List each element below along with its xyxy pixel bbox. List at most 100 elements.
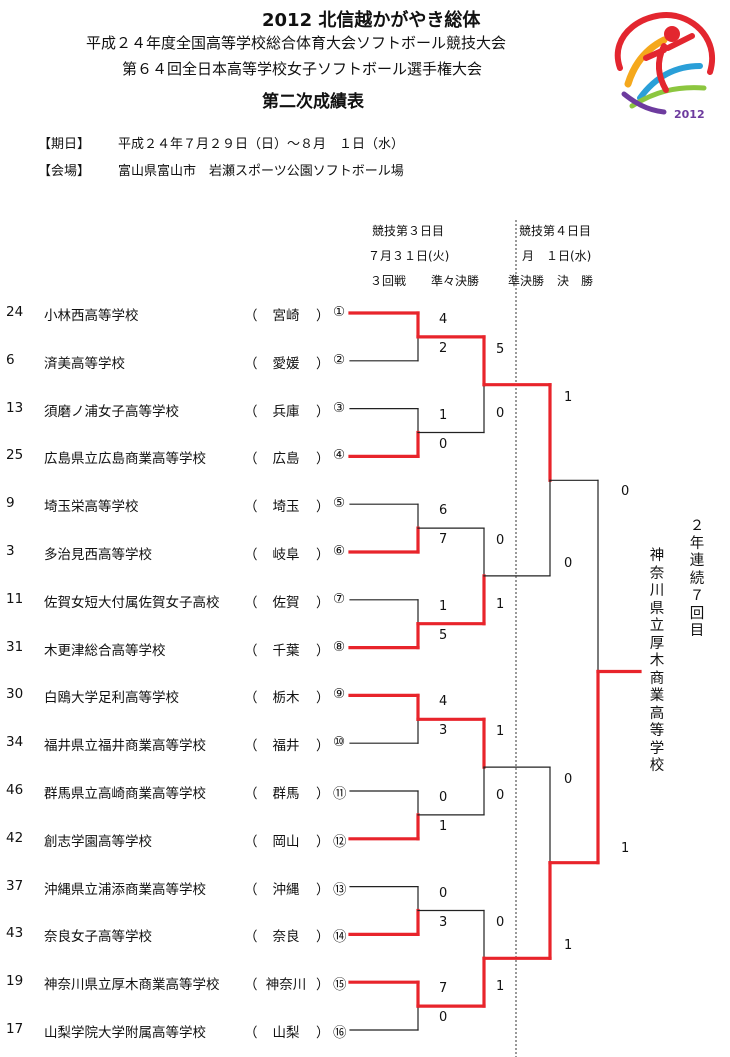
bracket-slot-mark: ② — [333, 351, 346, 368]
team-prefecture: 岡山 — [272, 833, 300, 850]
team-name: 福井県立福井商業高等学校 — [44, 738, 206, 755]
paren-close: ） — [316, 738, 330, 755]
team-name: 小林西高等学校 — [44, 308, 139, 324]
team-prefecture: 宮崎 — [272, 308, 300, 324]
paren-open: （ — [244, 355, 258, 372]
bracket-slot-mark: ① — [333, 304, 346, 320]
round3-score: 0 — [439, 1010, 448, 1026]
team-name: 神奈川県立厚木商業高等学校 — [44, 977, 220, 994]
team-seed-number: 37 — [6, 877, 24, 894]
bracket-slot-mark: ⑧ — [333, 638, 346, 655]
team-prefecture: 千葉 — [272, 642, 300, 659]
paren-open: （ — [244, 1025, 258, 1041]
event-logo: 2012 — [614, 12, 716, 121]
bracket-slot-mark: ⑥ — [333, 543, 346, 559]
semifinal-score: 1 — [564, 938, 573, 954]
semifinal-score: 1 — [564, 389, 573, 405]
quarterfinal-score: 5 — [496, 341, 505, 357]
team-prefecture: 佐賀 — [272, 594, 300, 611]
day3-header: 競技第３日目 — [372, 224, 445, 238]
paren-close: ） — [316, 594, 330, 611]
team-name: 奈良女子高等学校 — [44, 929, 152, 946]
paren-close: ） — [316, 977, 330, 994]
team-name: 沖縄県立浦添商業高等学校 — [44, 881, 206, 898]
paren-open: （ — [244, 499, 258, 516]
team-prefecture: 神奈川 — [265, 977, 307, 994]
paren-close: ） — [316, 547, 330, 563]
paren-open: （ — [244, 929, 258, 946]
round3-score: 7 — [439, 981, 448, 997]
round3-score: 4 — [439, 694, 448, 710]
venue-value: 富山県富山市 岩瀬スポーツ公園ソフトボール場 — [118, 164, 404, 179]
team-name: 白鴎大学足利高等学校 — [44, 690, 179, 707]
bracket-slot-mark: ⑦ — [333, 590, 346, 607]
team-prefecture: 兵庫 — [272, 403, 300, 420]
day4-header: 競技第４日目 — [519, 224, 592, 238]
team-prefecture: 山梨 — [272, 1025, 300, 1041]
quarterfinal-score: 0 — [496, 532, 505, 548]
team-seed-number: 46 — [6, 782, 24, 798]
round3-score: 3 — [439, 723, 448, 739]
team-seed-number: 13 — [6, 399, 24, 416]
team-seed-number: 34 — [6, 734, 24, 751]
team-seed-number: 11 — [6, 590, 24, 607]
team-seed-number: 17 — [6, 1021, 24, 1037]
paren-open: （ — [244, 547, 258, 563]
team-prefecture: 広島 — [272, 451, 300, 468]
paren-open: （ — [244, 642, 258, 659]
team-name: 多治見西高等学校 — [44, 547, 152, 563]
paren-open: （ — [244, 833, 258, 850]
round3-score: 1 — [439, 818, 448, 834]
bracket-slot-mark: ⑯ — [333, 1025, 347, 1041]
quarterfinal-score: 0 — [496, 915, 505, 931]
venue-label: 【会場】 — [38, 164, 91, 179]
final-score: 1 — [621, 840, 630, 856]
paren-close: ） — [316, 690, 330, 707]
quarterfinal-score: 1 — [496, 596, 505, 612]
team-seed-number: 24 — [6, 304, 24, 320]
bracket-slot-mark: ⑤ — [333, 495, 346, 512]
round3-score: 7 — [439, 532, 448, 548]
round3-score: 0 — [439, 436, 448, 452]
period-value: 平成２４年７月２９日（日）～８月 １日（水） — [118, 137, 405, 152]
paren-close: ） — [316, 1025, 330, 1041]
round3-score: 1 — [439, 598, 448, 614]
paren-open: （ — [244, 738, 258, 755]
champion-note: ２年連続７回目 — [689, 518, 705, 639]
round3-header: ３回戦 — [370, 274, 407, 288]
round3-score: 1 — [439, 407, 448, 423]
paren-close: ） — [316, 929, 330, 946]
team-prefecture: 福井 — [272, 738, 300, 755]
team-seed-number: 3 — [6, 543, 15, 559]
paren-open: （ — [244, 690, 258, 707]
bracket-slot-mark: ⑮ — [333, 977, 347, 994]
round3-score: 3 — [439, 914, 448, 930]
quarterfinal-score: 1 — [496, 724, 505, 740]
team-seed-number: 30 — [6, 686, 24, 703]
team-seed-number: 6 — [6, 351, 15, 368]
round3-score: 4 — [439, 311, 448, 327]
team-name: 佐賀女短大付属佐賀女子高校 — [44, 594, 220, 611]
team-name: 須磨ノ浦女子高等学校 — [44, 403, 179, 420]
paren-open: （ — [244, 977, 258, 994]
semifinal-header: 準決勝 — [508, 274, 545, 288]
tournament-name: 平成２４年度全国高等学校総合体育大会ソフトボール競技大会 — [86, 34, 507, 52]
round3-score: 5 — [439, 627, 448, 643]
paren-open: （ — [244, 403, 258, 420]
paren-open: （ — [244, 451, 258, 468]
team-prefecture: 愛媛 — [272, 355, 300, 372]
results-title: 第二次成績表 — [262, 92, 364, 112]
day4-date: 月 １日(水) — [522, 249, 592, 263]
champion-name: 神奈川県立厚木商業高等学校 — [649, 548, 665, 774]
paren-close: ） — [316, 499, 330, 516]
paren-open: （ — [244, 594, 258, 611]
bracket-slot-mark: ⑭ — [333, 929, 347, 946]
quarterfinal-score: 0 — [496, 788, 505, 804]
paren-open: （ — [244, 881, 258, 898]
team-prefecture: 沖縄 — [272, 881, 300, 898]
team-name: 木更津総合高等学校 — [44, 642, 166, 659]
team-seed-number: 19 — [6, 973, 24, 990]
team-name: 山梨学院大学附属高等学校 — [44, 1025, 206, 1041]
paren-close: ） — [316, 355, 330, 372]
